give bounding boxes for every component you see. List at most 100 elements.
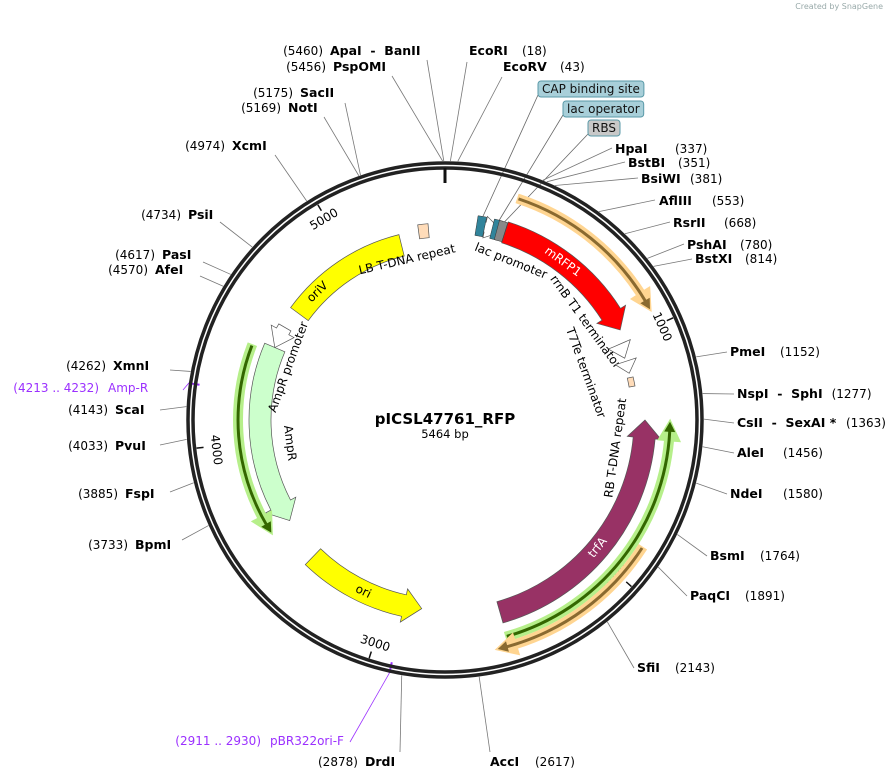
- enzyme-line: [702, 446, 735, 454]
- feature-arrow: [506, 421, 676, 638]
- enzyme-line: [677, 534, 708, 557]
- enzyme-line: [344, 102, 361, 176]
- enzyme-bsmi-position: (1764): [760, 549, 800, 563]
- enzyme-fspi-position: (3885): [78, 487, 118, 501]
- enzyme-apai-position: (5460): [283, 44, 323, 58]
- enzyme-sfii-label[interactable]: SfiI: [637, 660, 660, 675]
- enzyme-bstbi-label[interactable]: BstBI: [628, 155, 665, 170]
- callout-mark: [493, 219, 509, 243]
- enzyme-line: [449, 61, 468, 162]
- enzyme-ndei-label[interactable]: NdeI: [730, 486, 763, 501]
- enzyme-line: [391, 75, 443, 162]
- feature-label-ori: ori: [353, 581, 373, 600]
- enzyme-acci-position: (2617): [535, 755, 575, 769]
- enzyme-noti-position: (5169): [241, 101, 281, 115]
- enzyme-psii-position: (4734): [141, 208, 181, 222]
- tick-mark: [317, 204, 323, 212]
- enzyme-nspi-label[interactable]: NspI - SphI: [737, 386, 823, 401]
- enzyme-line: [181, 525, 209, 541]
- callout-box: [537, 80, 645, 98]
- enzyme-afliii-position: (553): [712, 194, 744, 208]
- enzyme-pvui-label[interactable]: PvuI: [115, 438, 146, 453]
- enzyme-csii-position: (1363): [846, 416, 886, 430]
- primer-range: (2911 .. 2930): [175, 734, 261, 748]
- enzyme-pshai-position: (780): [740, 238, 772, 252]
- enzyme-scai-label[interactable]: ScaI: [115, 402, 145, 417]
- feature-halo: [494, 544, 648, 656]
- enzyme-pvui-position: (4033): [68, 439, 108, 453]
- enzyme-bsiwi-label[interactable]: BsiWI: [641, 171, 681, 186]
- enzyme-sacii-label[interactable]: SacII: [300, 85, 334, 100]
- enzyme-line: [426, 59, 445, 162]
- feature-ori: [304, 548, 423, 623]
- callout-mark: [474, 215, 487, 238]
- enzyme-psii-label[interactable]: PsiI: [188, 207, 213, 222]
- enzyme-rsrii-label[interactable]: RsrII: [673, 215, 706, 230]
- callout-box: [587, 119, 621, 137]
- enzyme-csii-label[interactable]: CsII - SexAI *: [737, 415, 837, 430]
- enzyme-paqci-position: (1891): [745, 589, 785, 603]
- enzyme-xmni-label[interactable]: XmnI: [113, 358, 149, 373]
- enzyme-line: [647, 243, 685, 259]
- enzyme-apai-label[interactable]: ApaI - BanII: [330, 43, 420, 58]
- feature-oriv: [290, 234, 405, 322]
- primer-amp-r: Amp-R: [108, 381, 148, 395]
- primer-pbr322ori-f: pBR322ori-F: [270, 734, 344, 748]
- enzyme-line: [159, 438, 187, 446]
- enzyme-pspomi-label[interactable]: PspOMI: [333, 59, 386, 74]
- tick-mark: [368, 651, 373, 659]
- tick-mark: [625, 581, 632, 588]
- enzyme-xcmi-position: (4974): [185, 139, 225, 153]
- enzyme-afei-label[interactable]: AfeI: [155, 262, 183, 277]
- backbone-outer: [186, 161, 704, 679]
- enzyme-line: [624, 221, 671, 235]
- enzyme-pmei-label[interactable]: PmeI: [730, 344, 765, 359]
- enzyme-bpmi-label[interactable]: BpmI: [135, 537, 171, 552]
- enzyme-drdi-label[interactable]: DrdI: [365, 754, 395, 769]
- enzyme-line: [202, 261, 231, 275]
- feature-rrnb-t1-terminator: [607, 338, 631, 359]
- enzyme-pasi-position: (4617): [115, 248, 155, 262]
- enzyme-ecori-label[interactable]: EcoRI: [469, 43, 508, 58]
- enzyme-line: [653, 258, 693, 267]
- enzyme-pasi-label[interactable]: PasI: [162, 247, 191, 262]
- enzyme-pmei-position: (1152): [780, 345, 820, 359]
- enzyme-hpai-label[interactable]: HpaI: [615, 141, 648, 156]
- enzyme-ecorv-label[interactable]: EcoRV: [503, 59, 547, 74]
- enzyme-fspi-label[interactable]: FspI: [125, 486, 155, 501]
- enzyme-alei-position: (1456): [783, 446, 823, 460]
- snapgene-credit: Created by SnapGene: [795, 2, 883, 11]
- callout-line: [497, 114, 564, 223]
- enzyme-noti-label[interactable]: NotI: [288, 100, 318, 115]
- feature-label-ampr: AmpR: [281, 424, 299, 461]
- enzyme-acci-label[interactable]: AccI: [490, 754, 519, 769]
- enzyme-nspi-position: (1277): [832, 387, 872, 401]
- enzyme-sfii-position: (2143): [675, 661, 715, 675]
- feature-rb-t-dna-repeat: [626, 376, 636, 388]
- enzyme-line: [274, 154, 307, 202]
- tick-label-5000: 5000: [307, 205, 340, 233]
- enzyme-line: [657, 566, 688, 597]
- plasmid-length: 5464 bp: [421, 427, 469, 441]
- enzyme-bsmi-label[interactable]: BsmI: [710, 548, 745, 563]
- enzyme-pshai-label[interactable]: PshAI: [687, 237, 727, 252]
- enzyme-alei-label[interactable]: AleI: [737, 445, 764, 460]
- callout-line: [481, 94, 539, 219]
- enzyme-line: [696, 482, 728, 495]
- tick-label-1000: 1000: [650, 310, 675, 344]
- enzyme-bstxi-position: (814): [745, 252, 777, 266]
- enzyme-line: [457, 76, 503, 162]
- enzyme-xmni-position: (4262): [66, 359, 106, 373]
- primer-range: (4213 .. 4232): [13, 381, 99, 395]
- enzyme-line: [169, 482, 194, 493]
- tick-mark: [666, 317, 674, 322]
- enzyme-afliii-label[interactable]: AflIII: [659, 193, 692, 208]
- callout-cap-binding-site: CAP binding site: [542, 82, 640, 96]
- enzyme-bstxi-label[interactable]: BstXI: [695, 251, 732, 266]
- enzyme-line: [159, 406, 187, 411]
- tick-label-4000: 4000: [208, 434, 225, 466]
- enzyme-xcmi-label[interactable]: XcmI: [232, 138, 267, 153]
- enzyme-paqci-label[interactable]: PaqCI: [690, 588, 730, 603]
- callout-lac-operator: lac operator: [567, 102, 640, 116]
